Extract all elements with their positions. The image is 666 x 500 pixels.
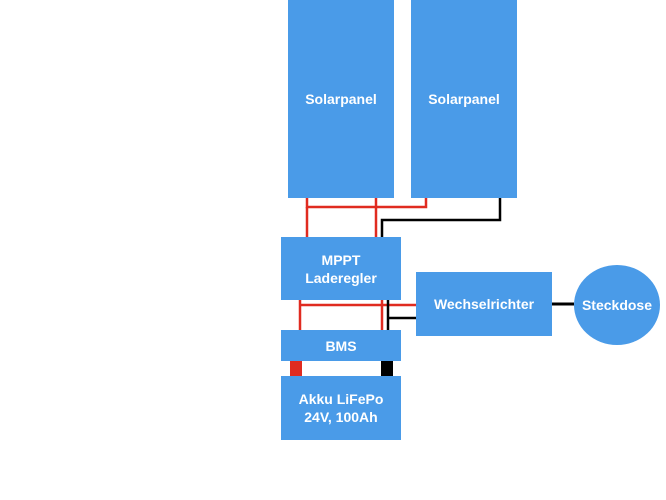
battery-terminal-positive: [290, 361, 302, 376]
solar-panel-2: Solarpanel: [411, 0, 517, 198]
wire-solar-negative: [380, 198, 502, 237]
solar-panel-1: Solarpanel: [288, 0, 394, 198]
wire-solar-positive: [305, 198, 428, 209]
mppt-charge-controller: MPPT Laderegler: [281, 237, 401, 300]
battery-terminal-negative: [381, 361, 393, 376]
bms: BMS: [281, 330, 401, 361]
battery: Akku LiFePo 24V, 100Ah: [281, 376, 401, 440]
inverter: Wechselrichter: [416, 272, 552, 336]
socket: Steckdose: [574, 265, 660, 345]
